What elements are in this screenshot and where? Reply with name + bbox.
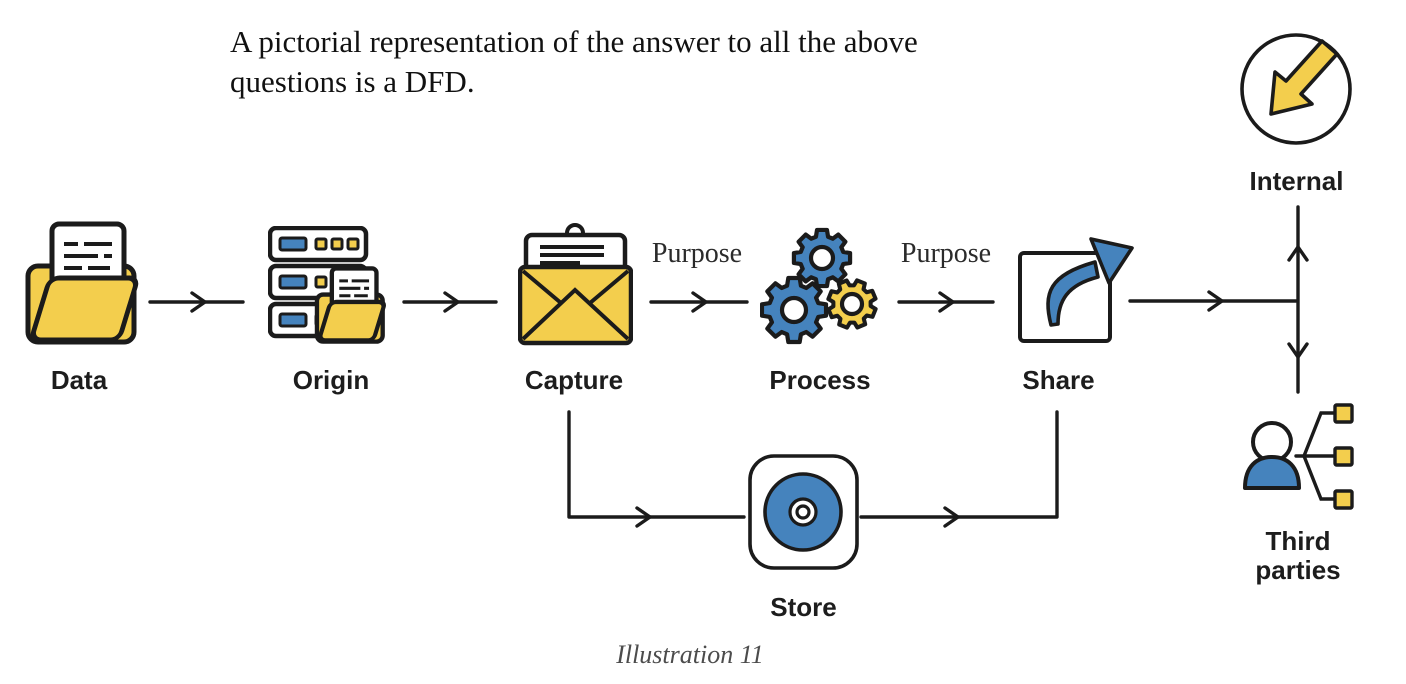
arrowhead-icon [1207,290,1224,312]
person-hierarchy-icon [1238,398,1358,512]
arrowhead-icon [190,291,207,313]
node-label-origin: Origin [292,365,370,395]
arrowhead-up-icon [1287,245,1309,262]
node-label-data: Data [50,365,108,395]
folder-with-document-icon [20,220,144,350]
optical-disc-icon [746,452,861,572]
server-stack-with-folder-icon [268,226,390,348]
edge-capture-store [567,410,746,519]
open-envelope-letter-icon [518,222,633,347]
node-label-internal: Internal [1249,166,1344,196]
node-label-store: Store [770,592,837,622]
node-label-process: Process [769,365,871,395]
arrowhead-icon [443,291,460,313]
node-label-share: Share [1022,365,1095,395]
circle-inward-arrow-icon [1238,30,1354,148]
gears-icon [760,224,880,348]
node-label-capture: Capture [524,365,624,395]
intro-line-1: A pictorial representation of the answer… [230,24,918,59]
edge-label-purpose-2: Purpose [900,238,992,269]
intro-line-2: questions is a DFD. [230,64,475,99]
arrowhead-icon [691,291,708,313]
edge-label-purpose-1: Purpose [651,238,743,269]
edge-store-share [859,410,1059,519]
box-curved-arrow-icon [1015,235,1140,345]
intro-paragraph: A pictorial representation of the answer… [230,22,1010,102]
arrowhead-icon [938,291,955,313]
arrowhead-down-icon [1287,342,1309,359]
node-label-third-parties: Third parties [1255,526,1341,585]
arrowhead-icon [943,506,960,528]
arrowhead-icon [635,506,652,528]
illustration-caption: Illustration 11 [616,640,764,669]
